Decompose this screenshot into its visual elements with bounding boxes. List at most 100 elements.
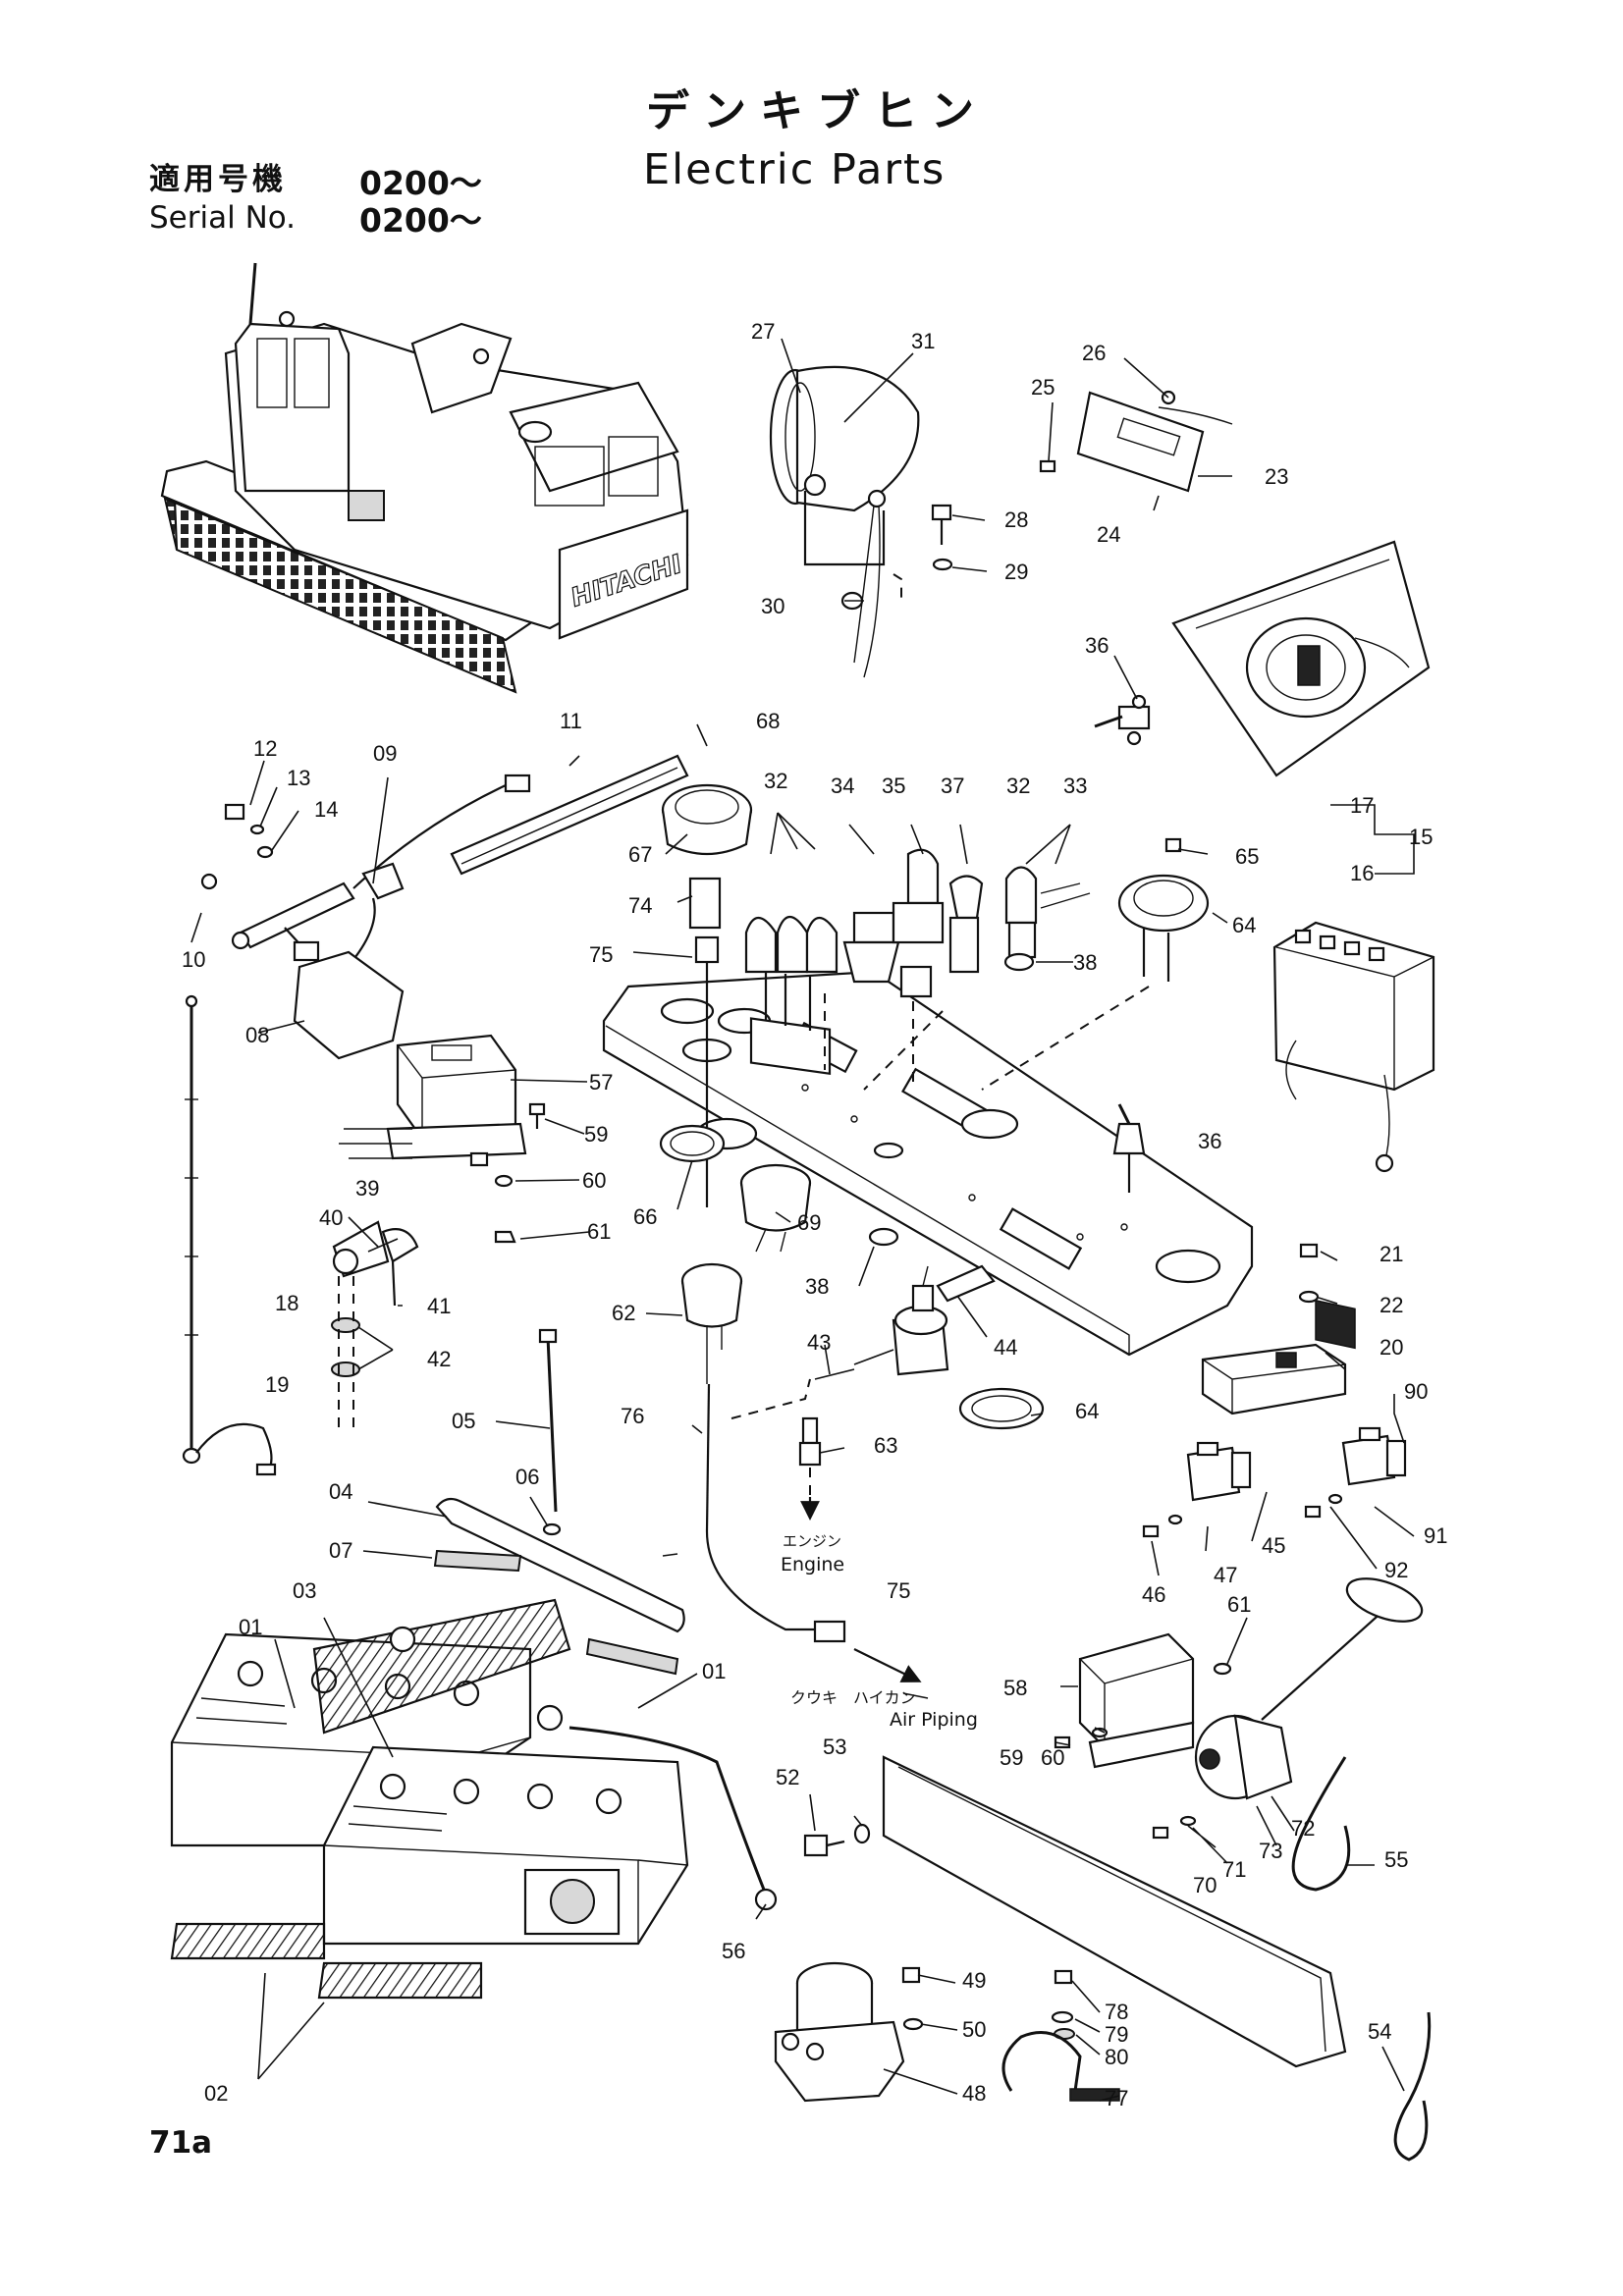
callout-69: 69 [797, 1210, 821, 1235]
callout-55: 55 [1384, 1847, 1408, 1872]
rear-lamp [1039, 390, 1233, 493]
callout-64: 64 [1232, 913, 1256, 937]
callout-09: 09 [373, 741, 397, 766]
callout-72: 72 [1291, 1816, 1315, 1841]
callout-24: 24 [1097, 522, 1120, 547]
pipe-clamp [1001, 1969, 1120, 2102]
callout-44: 44 [994, 1335, 1017, 1360]
callout-36: 36 [1085, 633, 1109, 658]
air-piping-note: Air Piping [890, 1709, 978, 1731]
callout-19: 19 [265, 1372, 289, 1397]
engine-note: Engine [781, 1554, 844, 1575]
leader-lines [190, 338, 1415, 2102]
callout-68: 68 [756, 709, 780, 733]
callout-12: 12 [253, 736, 277, 761]
callout-06: 06 [515, 1465, 539, 1489]
callout-21: 21 [1380, 1242, 1403, 1266]
callout-79: 79 [1105, 2022, 1128, 2047]
relays-and-cover [1142, 1243, 1407, 1538]
callout-67: 67 [628, 842, 652, 867]
horn-and-regulator [882, 1577, 1424, 2068]
callout-75-second: 75 [887, 1578, 910, 1603]
bracket-bolt [803, 1823, 871, 1857]
callout-75: 75 [589, 942, 613, 967]
engine-sender [730, 1378, 822, 1521]
callout-43: 43 [807, 1330, 831, 1355]
callout-14: 14 [314, 797, 338, 822]
callout-50: 50 [962, 2017, 986, 2042]
callout-52: 52 [776, 1765, 799, 1789]
callout-70: 70 [1193, 1873, 1217, 1897]
antenna [182, 994, 277, 1476]
air-piping-note-japanese: クウキ ハイカン [790, 1688, 916, 1707]
page-title-japanese: デンキブヒン [646, 86, 988, 136]
callout-65: 65 [1235, 844, 1259, 869]
page-title: Electric Parts [643, 145, 947, 194]
battery-hold-down [433, 1328, 685, 1676]
callout-08: 08 [245, 1023, 269, 1047]
callout-60: 60 [582, 1168, 606, 1193]
callout-48: 48 [962, 2081, 986, 2106]
callout-47: 47 [1214, 1563, 1237, 1587]
callout-76: 76 [621, 1404, 644, 1428]
callout-07: 07 [329, 1538, 352, 1563]
callout-61: 61 [587, 1219, 611, 1244]
serial-label: Serial No. [149, 200, 297, 236]
callout-38: 38 [1073, 950, 1097, 975]
callout-73: 73 [1259, 1839, 1282, 1863]
callout-11: 11 [560, 709, 582, 733]
gauges [659, 1124, 899, 1643]
callout-34: 34 [831, 774, 854, 798]
serial-label-japanese: 適用号機 [149, 162, 287, 197]
callout-41: 41 [427, 1294, 451, 1318]
connector-and-clamps [331, 1220, 419, 1433]
work-light [769, 365, 920, 678]
callout-62: 62 [612, 1301, 635, 1325]
panel-components [661, 783, 1210, 1207]
callout-05: 05 [452, 1409, 475, 1433]
panel-toggle-switch [1112, 1103, 1146, 1193]
batteries [170, 1598, 778, 2000]
callout-91: 91 [1424, 1523, 1447, 1548]
callout-23: 23 [1265, 464, 1288, 489]
callout-54: 54 [1368, 2019, 1391, 2044]
callout-66: 66 [633, 1204, 657, 1229]
callout-16: 16 [1350, 861, 1374, 885]
callout-17: 17 [1350, 793, 1374, 818]
callout-30: 30 [761, 594, 784, 618]
callout-49: 49 [962, 1968, 986, 1993]
callout-64-second: 64 [1075, 1399, 1099, 1423]
callout-04: 04 [329, 1479, 352, 1504]
callout-02: 02 [204, 2081, 228, 2106]
callout-60-second: 60 [1041, 1745, 1064, 1770]
serial-value: 0200～ [359, 201, 482, 240]
callout-33: 33 [1063, 774, 1087, 798]
callout-39: 39 [355, 1176, 379, 1201]
wiper-assembly [200, 754, 689, 1060]
callout-32: 32 [764, 769, 787, 793]
callout-57: 57 [589, 1070, 613, 1095]
serial-value-japanese: 0200～ [359, 164, 482, 202]
callout-13: 13 [287, 766, 310, 790]
callout-20: 20 [1380, 1335, 1403, 1360]
callout-53: 53 [823, 1735, 846, 1759]
callout-63: 63 [874, 1433, 897, 1458]
light-bolt-and-washer [931, 504, 953, 571]
callout-58: 58 [1003, 1676, 1027, 1700]
cable-ties [1291, 1756, 1432, 2162]
callout-26: 26 [1082, 341, 1106, 365]
callout-10: 10 [182, 947, 205, 972]
callout-42: 42 [427, 1347, 451, 1371]
callout-22: 22 [1380, 1293, 1403, 1317]
callout-25: 25 [1031, 375, 1055, 400]
callout-40: 40 [319, 1205, 343, 1230]
callout-77: 77 [1105, 2086, 1128, 2110]
callout-37: 37 [941, 774, 964, 798]
callout-32-second: 32 [1006, 774, 1030, 798]
callout-38-second: 38 [805, 1274, 829, 1299]
key-switch [892, 1264, 1045, 1430]
part-callouts: 27 31 26 25 23 24 28 29 30 36 17 15 16 1… [182, 319, 1447, 2110]
callout-28: 28 [1004, 507, 1028, 532]
toggle-switch [1094, 694, 1151, 746]
